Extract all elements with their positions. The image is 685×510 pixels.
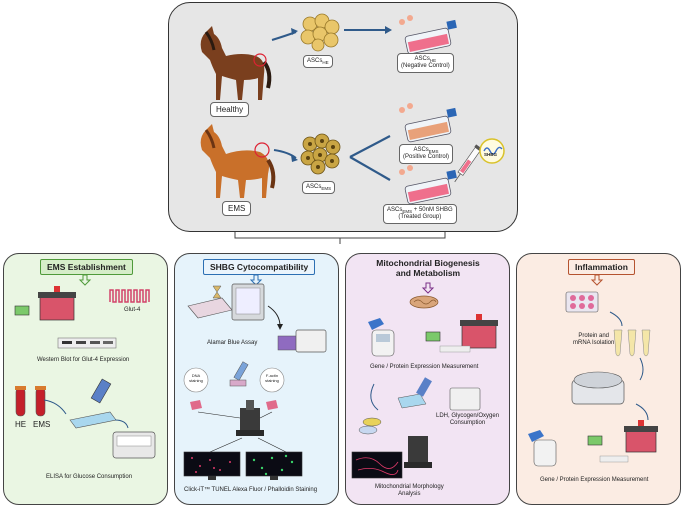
shbg-molecule-icon [479,138,505,164]
shbg-down-arrow-icon [249,274,263,286]
healthy-label: Healthy [210,102,250,118]
ems-down-arrow-icon [78,274,92,286]
alamar-blue-label: Alamar Blue Assay [207,340,258,346]
inflammation-title: Inflammation [568,259,635,275]
glut4-label: Glut-4 [124,307,141,313]
inflammation-gene-label: Gene / Protein Expression Measurement [540,477,649,483]
ascs-he-label: ASCsHE [303,55,333,69]
treated-group-label: ASCsEMS + 50nM SHBG (Treated Group) [383,204,457,225]
inflammation-down-arrow-icon [590,274,604,286]
positive-control-label: ASCsEMS (Positive Control) [399,144,454,165]
dna-staining-label: DNA staining [189,373,203,383]
ems-label: EMS [222,201,252,217]
ems-tube-label: EMS [33,420,51,429]
ems-horse-illustration [200,124,276,198]
elisa-label: ELISA for Glucose Consumption [46,474,133,480]
western-blot-label: Western Blot for Glut-4 Expression [37,357,130,363]
factin-staining-label: F-actin staining [265,373,279,383]
ascs-he-cells [300,13,340,52]
ascs-ems-cells [300,133,341,175]
shbg-cytocompatibility-title: SHBG Cytocompatibility [203,259,316,275]
ascs-ems-label: ASCsEMS [302,181,336,195]
negative-control-label: ASCsHE (Negative Control) [397,53,454,74]
he-tube-label: HE [15,420,27,429]
mito-gene-label: Gene / Protein Expression Measurement [370,364,479,370]
click-it-label: Click-iT™ TUNEL Alexa Fluor / Phalloidin… [184,487,318,493]
shbg-tag: SHBG [484,152,498,157]
mito-down-arrow-icon [421,282,435,294]
healthy-horse-illustration [200,26,272,100]
